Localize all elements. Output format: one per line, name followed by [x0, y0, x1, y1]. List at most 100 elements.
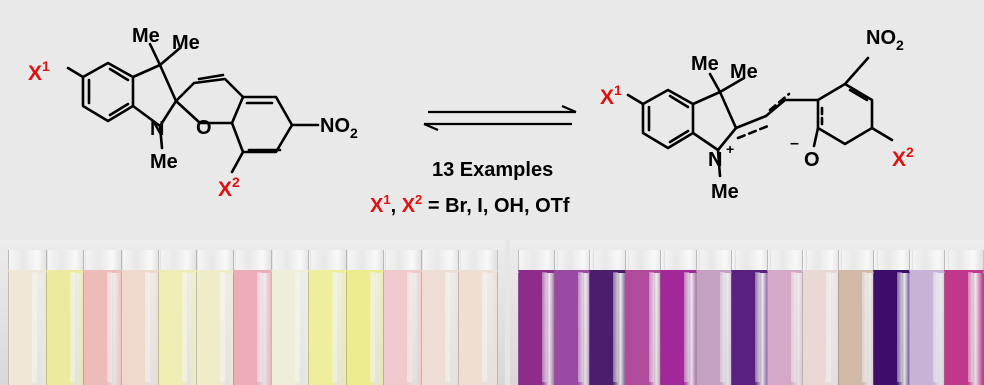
left-me-b: Me: [172, 32, 200, 54]
vial-shine: [332, 272, 337, 382]
vial-glass: [83, 250, 123, 270]
open-vial-5: [660, 250, 700, 385]
right-x2: X: [892, 148, 906, 171]
open-vial-6: [695, 250, 736, 385]
vial-liquid: [553, 270, 594, 385]
closed-vial-5: [158, 250, 198, 385]
vial-shine: [294, 272, 300, 382]
vial-glass: [695, 250, 736, 270]
right-x2-sup: 2: [906, 144, 914, 160]
open-vial-9: [802, 250, 842, 385]
vial-shine: [219, 272, 225, 382]
vial-shine: [755, 272, 760, 382]
vial-glass: [589, 250, 629, 270]
vials-photo-closed-form: [0, 240, 505, 385]
vial-liquid: [518, 270, 558, 385]
caption-x1-sup: 1: [383, 192, 390, 207]
vial-shine: [897, 272, 902, 382]
closed-vial-13: [458, 250, 498, 385]
right-x1-sup: 1: [614, 82, 622, 98]
right-me-a: Me: [691, 53, 719, 75]
vial-shine: [444, 272, 450, 382]
vial-liquid: [233, 270, 273, 385]
vial-glass: [458, 250, 498, 270]
vial-liquid: [589, 270, 629, 385]
right-n: N: [708, 149, 722, 171]
vial-shine: [790, 272, 796, 382]
closed-vial-11: [383, 250, 423, 385]
vial-glass: [420, 250, 461, 270]
left-no2: NO: [320, 115, 350, 137]
right-me-b: Me: [730, 61, 758, 83]
reaction-scheme: X1 Me Me N Me O NO2 X2: [28, 25, 915, 217]
vial-liquid: [944, 270, 984, 385]
closed-vial-7: [233, 250, 273, 385]
closed-vial-4: [120, 250, 161, 385]
vial-glass: [660, 250, 700, 270]
closed-vial-9: [308, 250, 348, 385]
vial-glass: [802, 250, 842, 270]
right-n-me: Me: [711, 181, 739, 203]
open-vial-11: [873, 250, 913, 385]
vial-liquid: [383, 270, 423, 385]
vial-shine: [69, 272, 75, 382]
vial-shine: [144, 272, 150, 382]
left-n-me: Me: [150, 151, 178, 173]
vial-shine: [182, 272, 187, 382]
caption-values: = Br, I, OH, OTf: [422, 195, 570, 217]
vial-glass: [233, 250, 273, 270]
right-no2: NO: [866, 27, 896, 49]
right-n-plus: +: [726, 141, 734, 157]
vial-glass: [518, 250, 558, 270]
equilibrium-arrow: [423, 104, 577, 132]
left-x1: X: [28, 62, 42, 85]
left-n: N: [150, 118, 164, 140]
closed-vial-12: [420, 250, 461, 385]
right-x1: X: [600, 86, 614, 109]
svg-text:X1: X1: [600, 82, 622, 109]
vial-shine: [861, 272, 867, 382]
spiropyran-bonds: [66, 42, 320, 174]
vial-shine: [648, 272, 654, 382]
caption-examples: 13 Examples: [432, 159, 553, 181]
left-o: O: [196, 117, 212, 139]
vial-glass: [270, 250, 311, 270]
open-vial-12: [908, 250, 949, 385]
vial-glass: [8, 250, 48, 270]
svg-text:X2: X2: [218, 174, 240, 201]
right-o: O: [804, 149, 820, 171]
vial-liquid: [458, 270, 498, 385]
left-x2-sup: 2: [232, 174, 240, 190]
vial-glass: [766, 250, 807, 270]
left-x2: X: [218, 178, 232, 201]
left-no2-sub: 2: [350, 125, 358, 141]
open-vial-8: [766, 250, 807, 385]
open-vial-2: [553, 250, 594, 385]
vial-glass: [345, 250, 386, 270]
svg-text:X2: X2: [892, 144, 914, 171]
vial-liquid: [270, 270, 311, 385]
scheme-svg: X1 Me Me N Me O NO2 X2: [28, 25, 914, 217]
vial-shine: [257, 272, 262, 382]
right-o-minus: –: [790, 135, 799, 152]
vial-shine: [482, 272, 487, 382]
vial-liquid: [695, 270, 736, 385]
vial-glass: [158, 250, 198, 270]
vial-liquid: [8, 270, 48, 385]
vial-glass: [383, 250, 423, 270]
vial-glass: [308, 250, 348, 270]
svg-text:NO2: NO2: [866, 27, 904, 53]
caption-x1: X: [370, 195, 384, 217]
vial-glass: [731, 250, 771, 270]
vial-liquid: [873, 270, 913, 385]
vial-shine: [719, 272, 725, 382]
vial-glass: [624, 250, 665, 270]
left-x1-sup: 1: [42, 58, 50, 74]
open-vial-4: [624, 250, 665, 385]
vial-liquid: [120, 270, 161, 385]
left-me-a: Me: [132, 25, 160, 47]
vial-shine: [968, 272, 973, 382]
vial-liquid: [345, 270, 386, 385]
vial-liquid: [908, 270, 949, 385]
caption-substituents: X1, X2 = Br, I, OH, OTf: [370, 192, 570, 217]
